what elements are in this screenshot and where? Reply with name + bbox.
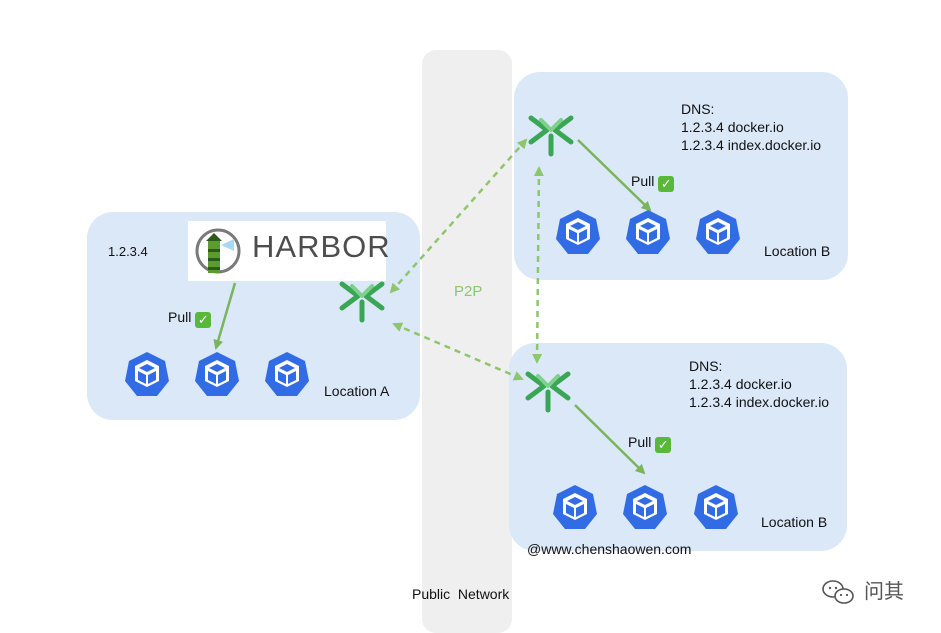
- k8s-node-icon: [556, 210, 600, 254]
- public-network-label: Public Network: [412, 586, 510, 602]
- p2p-label: P2P: [454, 283, 483, 300]
- k8s-node-icon: [623, 485, 667, 529]
- k8s-node-icon: [125, 352, 169, 396]
- pull-label: Pull: [631, 173, 655, 189]
- dragonfly-node-location-b-top-icon: [531, 118, 571, 154]
- location-a-ip: 1.2.3.4: [108, 244, 148, 259]
- pull-arrow-location-b-bottom: [574, 404, 646, 475]
- harbor-logo: HARBOR: [188, 221, 390, 281]
- k8s-node-icon: [694, 485, 738, 529]
- k8s-node-icon: [553, 485, 597, 529]
- location-b-top-dns-title: DNS:: [681, 101, 715, 117]
- check-icon: ✓: [655, 437, 672, 453]
- pull-arrow-location-b-top: [577, 139, 652, 212]
- p2p-arrow-a-to-btop: [389, 138, 528, 294]
- k8s-node-icon: [696, 210, 740, 254]
- dragonfly-node-location-a-icon: [342, 284, 382, 320]
- pull-label: Pull: [628, 434, 652, 450]
- watermark-text: 问其: [864, 581, 904, 603]
- p2p-arrow-a-to-bbottom: [392, 322, 524, 381]
- k8s-node-icon: [265, 352, 309, 396]
- pull-arrow-location-a: [213, 282, 237, 350]
- location-b-bottom-pull-label: Pull✓: [628, 433, 672, 453]
- location-b-bottom-dns-line: 1.2.3.4 index.docker.io: [689, 394, 830, 410]
- location-b-top-dns-line: 1.2.3.4 docker.io: [681, 119, 784, 135]
- check-icon: ✓: [658, 176, 675, 192]
- k8s-node-icon: [195, 352, 239, 396]
- location-a-pull-label: Pull✓: [168, 308, 212, 328]
- credit-text: @www.chenshaowen.com: [527, 541, 692, 557]
- location-b-bottom-name: Location B: [761, 514, 828, 530]
- p2p-arrow-btop-to-bbottom: [532, 166, 544, 364]
- check-icon: ✓: [195, 312, 212, 328]
- location-b-bottom-dns-title: DNS:: [689, 358, 723, 374]
- k8s-node-icon: [626, 210, 670, 254]
- lighthouse-icon: [195, 228, 241, 274]
- location-b-top-pull-label: Pull✓: [631, 172, 675, 192]
- pull-label: Pull: [168, 309, 192, 325]
- harbor-logo-text: HARBOR: [252, 229, 391, 264]
- wechat-icon: [822, 580, 854, 604]
- location-b-bottom-dns-line: 1.2.3.4 docker.io: [689, 376, 792, 392]
- location-b-top-name: Location B: [764, 243, 831, 259]
- dragonfly-node-location-b-bottom-icon: [528, 374, 568, 410]
- location-a-name: Location A: [324, 383, 390, 399]
- location-b-top-dns-line: 1.2.3.4 index.docker.io: [681, 137, 822, 153]
